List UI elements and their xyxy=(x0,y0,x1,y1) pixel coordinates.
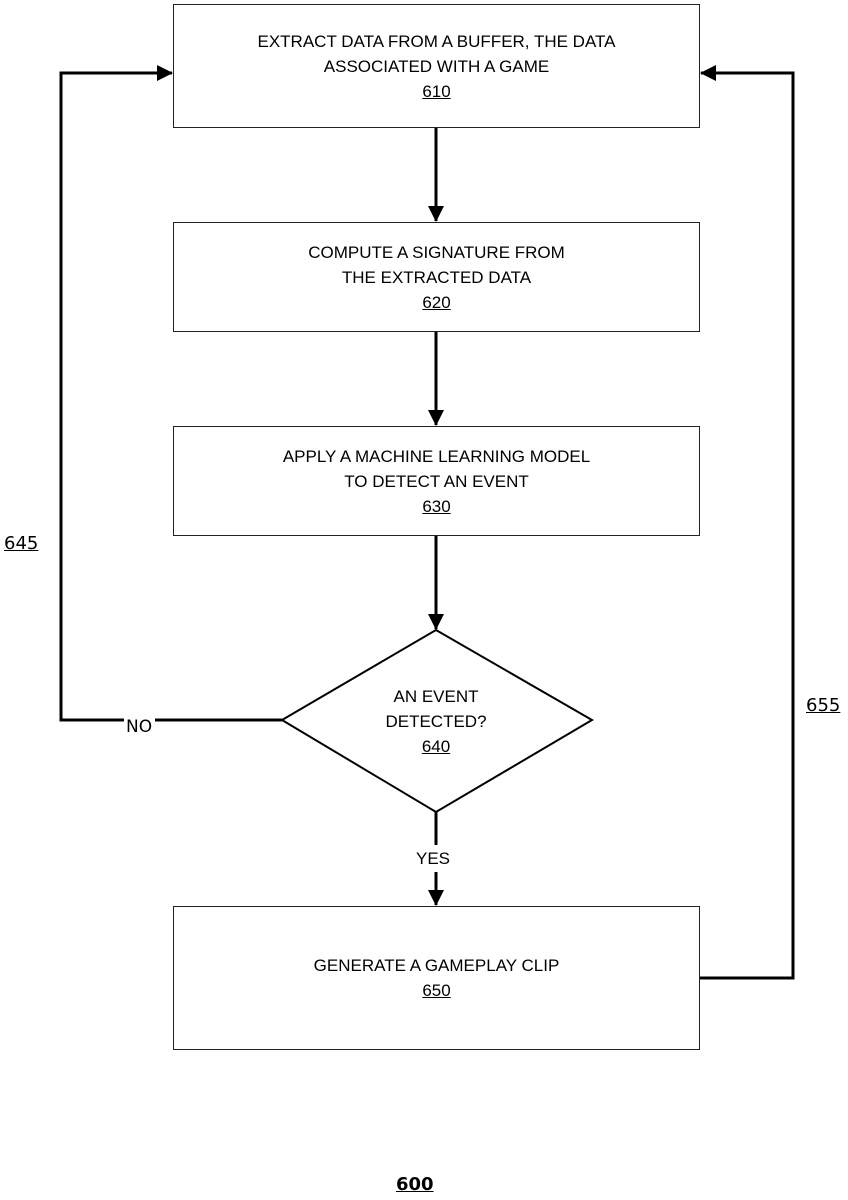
decision-640-line2: DETECTED? xyxy=(336,709,536,734)
box-630-line2: TO DETECT AN EVENT xyxy=(344,469,529,494)
process-box-630: APPLY A MACHINE LEARNING MODEL TO DETECT… xyxy=(173,426,700,536)
loop-655 xyxy=(700,73,793,978)
decision-640-text: AN EVENT DETECTED? 640 xyxy=(336,684,536,759)
process-box-650: GENERATE A GAMEPLAY CLIP 650 xyxy=(173,906,700,1050)
figure-label: 600 xyxy=(396,1174,434,1195)
no-label: NO xyxy=(126,717,152,737)
box-620-ref: 620 xyxy=(422,290,450,315)
decision-640-ref: 640 xyxy=(336,734,536,759)
process-box-610: EXTRACT DATA FROM A BUFFER, THE DATA ASS… xyxy=(173,4,700,128)
box-620-line1: COMPUTE A SIGNATURE FROM xyxy=(308,240,565,265)
box-630-ref: 630 xyxy=(422,494,450,519)
box-650-ref: 650 xyxy=(422,978,450,1003)
box-610-line1: EXTRACT DATA FROM A BUFFER, THE DATA xyxy=(258,29,616,54)
box-610-ref: 610 xyxy=(422,79,450,104)
loop-645 xyxy=(61,73,172,720)
decision-640-line1: AN EVENT xyxy=(336,684,536,709)
box-620-line2: THE EXTRACTED DATA xyxy=(342,265,531,290)
loop-645-ref: 645 xyxy=(4,533,38,554)
box-610-line2: ASSOCIATED WITH A GAME xyxy=(324,54,549,79)
box-630-line1: APPLY A MACHINE LEARNING MODEL xyxy=(283,444,590,469)
box-650-line1: GENERATE A GAMEPLAY CLIP xyxy=(314,953,560,978)
loop-655-ref: 655 xyxy=(806,695,840,716)
process-box-620: COMPUTE A SIGNATURE FROM THE EXTRACTED D… xyxy=(173,222,700,332)
yes-label: YES xyxy=(416,849,450,869)
